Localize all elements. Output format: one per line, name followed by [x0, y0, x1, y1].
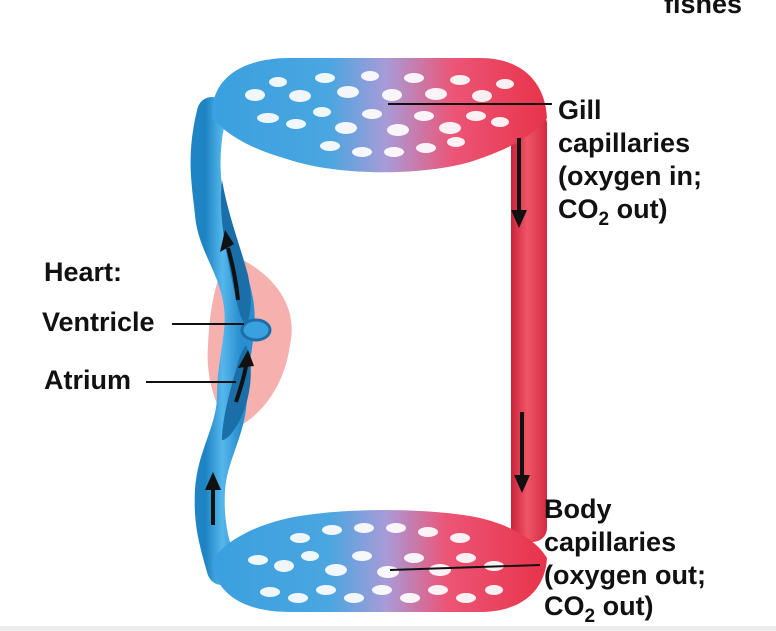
arrow-ventricle — [220, 230, 240, 301]
body-label-line3: (oxygen out; — [544, 560, 706, 590]
ventricle-chamber — [220, 180, 251, 325]
body-leader — [389, 564, 541, 571]
body-label-line1: Body — [544, 494, 612, 524]
arrow-atrium — [234, 350, 254, 403]
body-label-line2: capillaries — [544, 527, 677, 557]
arrow-right-upper — [511, 138, 527, 228]
body-out-text: out) — [595, 591, 654, 621]
corner-text: fishes — [664, 0, 743, 19]
ventricle-valve — [240, 318, 272, 342]
gill-out-text: out) — [609, 194, 668, 224]
gill-label-line3: (oxygen in; — [558, 161, 703, 191]
arrow-left-lower — [205, 472, 221, 525]
bottom-strip — [0, 626, 776, 631]
leader-lines — [146, 103, 552, 571]
flow-arrows — [205, 138, 530, 525]
arrow-right-lower — [514, 412, 530, 493]
gill-co2-text: CO — [558, 194, 599, 224]
left-vessel — [190, 97, 255, 585]
gill-label-line4: CO2 out) — [558, 193, 668, 230]
body-label-line4: CO2 out) — [544, 590, 654, 627]
gill-capillary-mesh — [245, 71, 514, 157]
body-co2-subscript: 2 — [584, 606, 596, 627]
heart-label: Heart: — [44, 257, 123, 287]
gill-co2-subscript: 2 — [598, 209, 610, 230]
gill-label-line2: capillaries — [558, 128, 691, 158]
atrium-label: Atrium — [44, 365, 131, 395]
gill-label-line1: Gill — [558, 95, 602, 125]
ventricle-label: Ventricle — [42, 307, 155, 337]
body-co2-text: CO — [544, 591, 585, 621]
